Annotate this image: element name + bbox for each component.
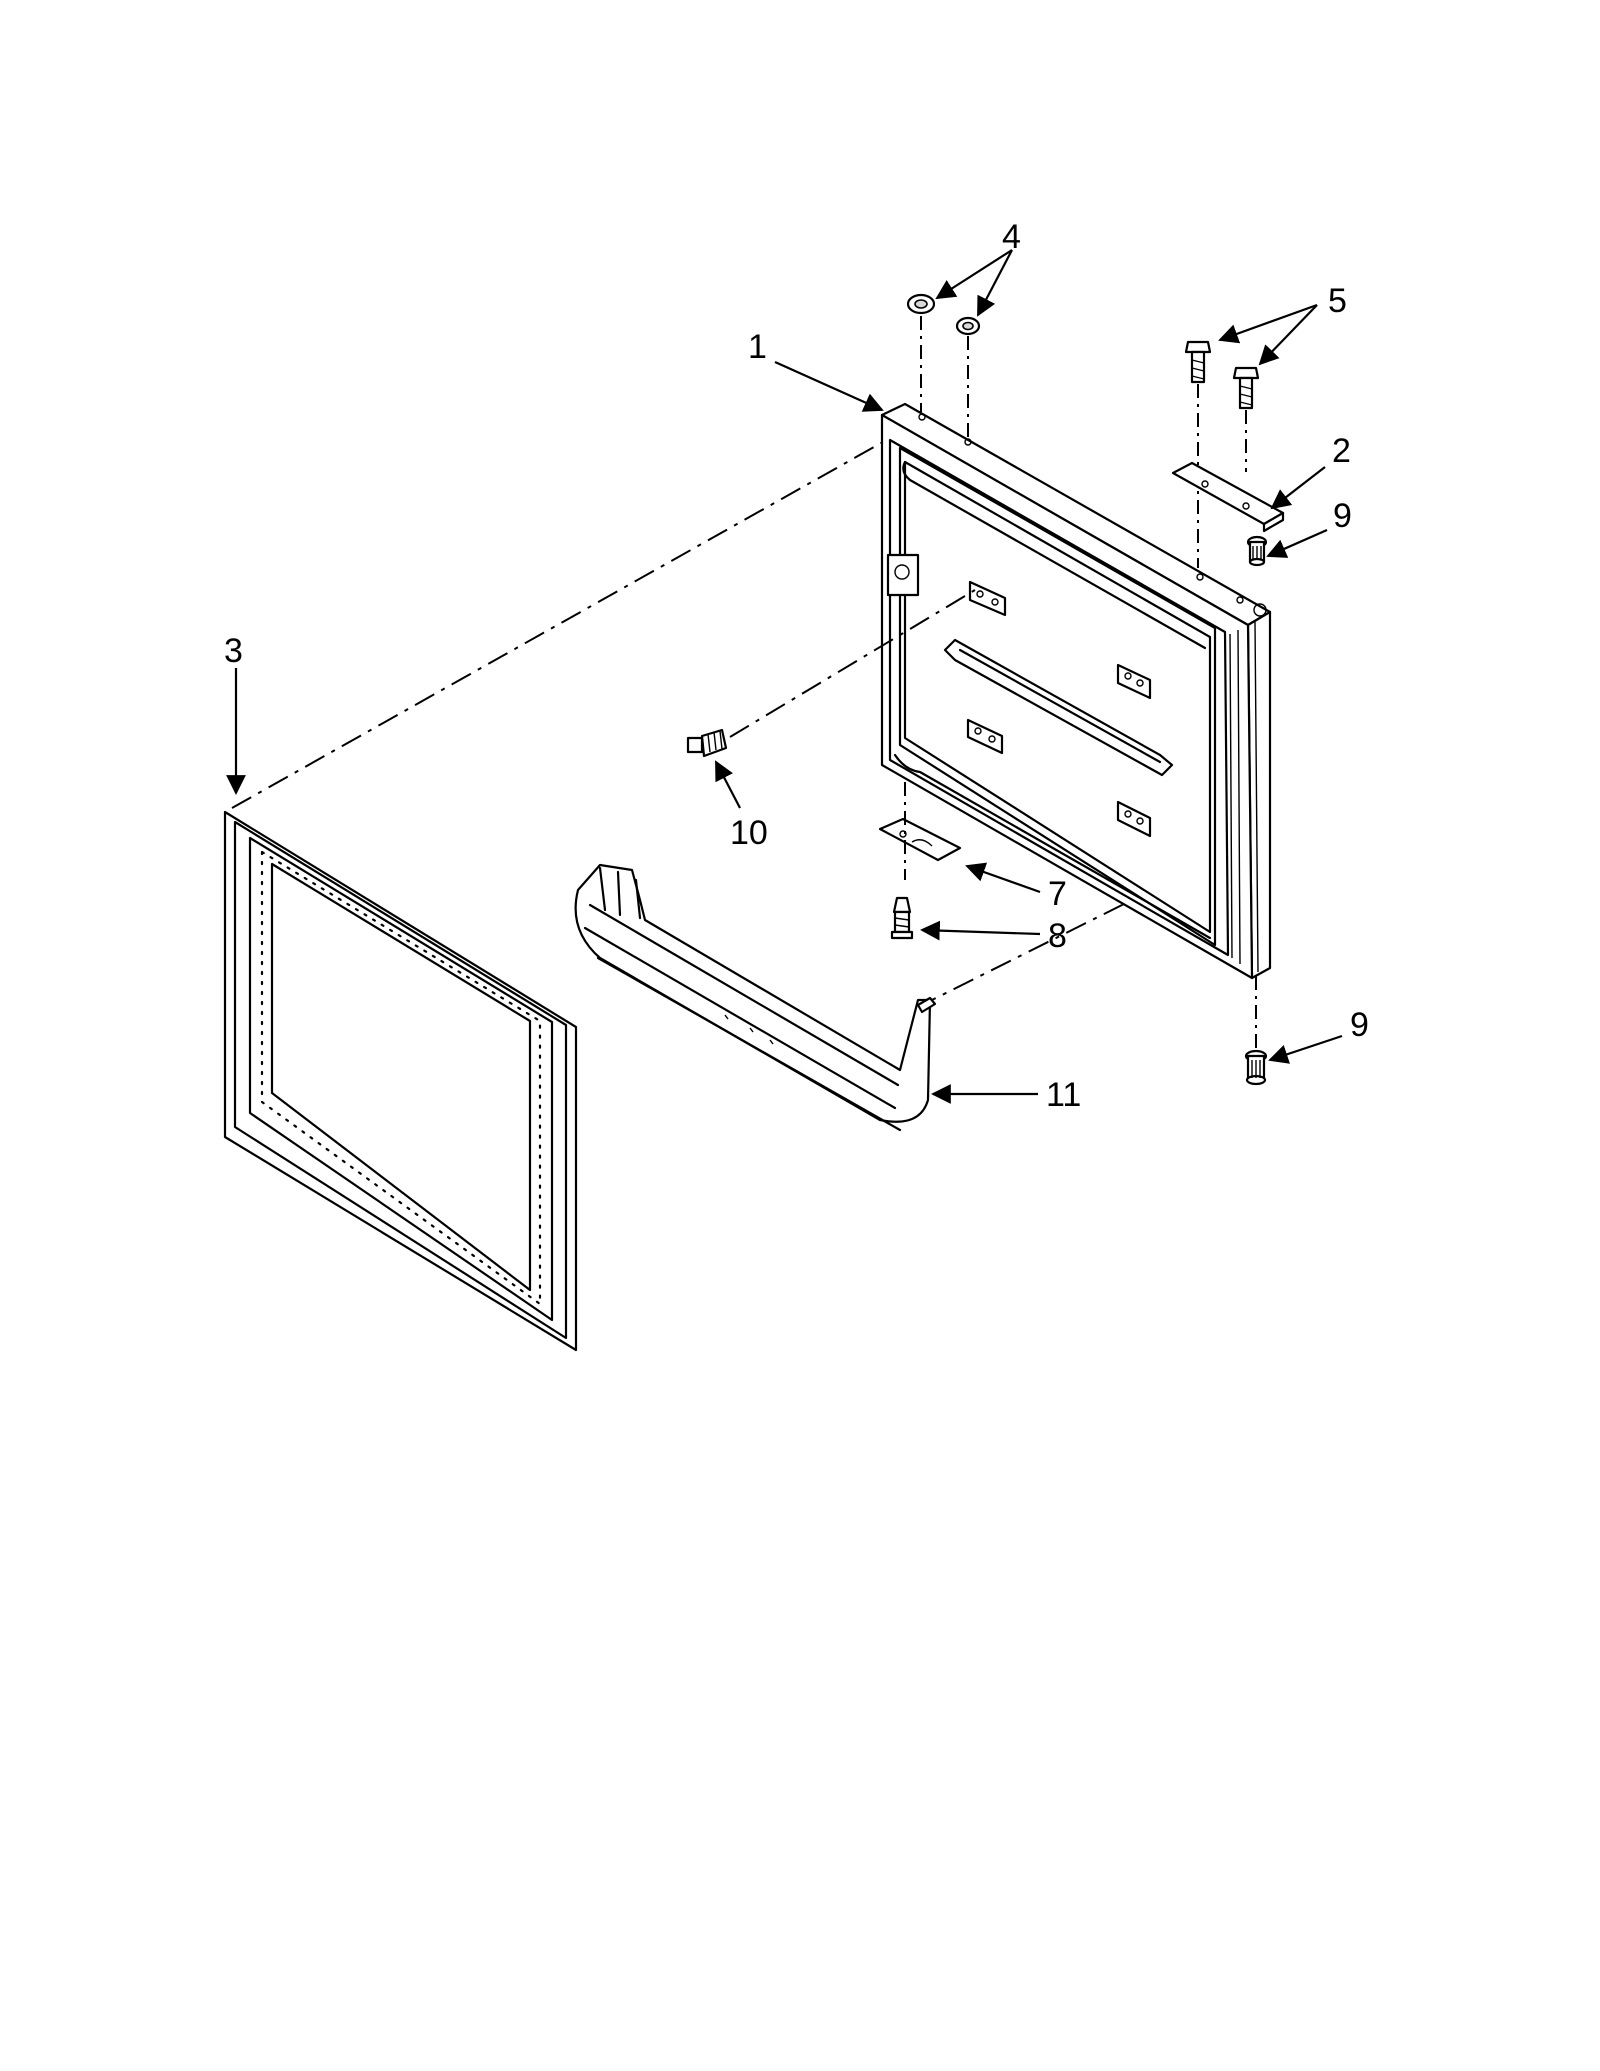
alignment-line-top: [231, 437, 891, 809]
hinge-plate: [1171, 461, 1285, 533]
callout-5: 5: [1328, 282, 1347, 320]
door-stop-bracket: [878, 817, 962, 862]
freezer-door: [880, 402, 1272, 980]
bracket-screw: [890, 896, 914, 940]
callout-9-top: 9: [1333, 497, 1352, 535]
hinge-screw-right: [1232, 366, 1260, 410]
callout-4: 4: [1002, 218, 1021, 256]
door-bin: [574, 863, 937, 1132]
bin-screw: [686, 728, 728, 758]
top-plug-left: [906, 293, 936, 315]
callout-3: 3: [224, 632, 243, 670]
callout-7: 7: [1048, 875, 1067, 913]
hinge-bushing-bottom: [1244, 1049, 1268, 1086]
callout-11: 11: [1046, 1076, 1081, 1114]
top-plug-right: [955, 316, 981, 336]
callout-10: 10: [730, 814, 768, 852]
callout-1: 1: [748, 328, 767, 366]
callout-8: 8: [1048, 917, 1067, 955]
callout-2: 2: [1332, 432, 1351, 470]
hinge-bushing-top: [1246, 535, 1268, 567]
callout-9-bottom: 9: [1350, 1006, 1369, 1044]
hinge-screw-left: [1184, 340, 1212, 384]
door-gasket: [223, 810, 578, 1352]
